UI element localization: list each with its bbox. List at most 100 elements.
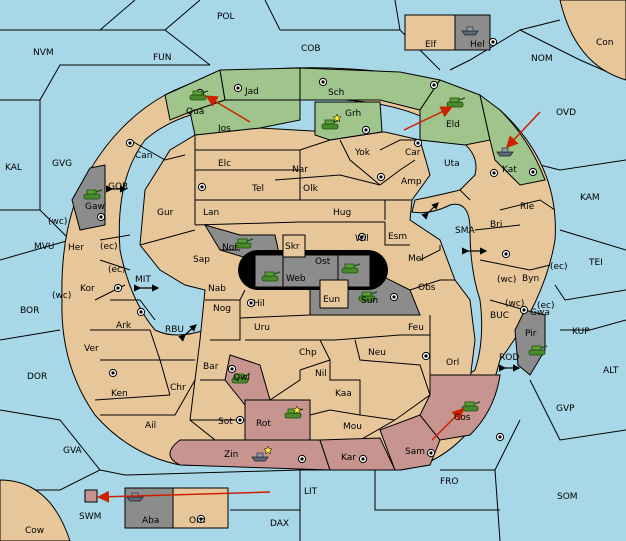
- label-eld: Eld: [446, 120, 460, 130]
- label-amp: Amp: [401, 177, 422, 187]
- label-uta: Uta: [444, 159, 460, 169]
- label-tei: TEI: [588, 258, 603, 268]
- label-kam: KAM: [580, 193, 600, 203]
- province-skr-west[interactable]: [254, 254, 284, 288]
- label-elf: Elf: [425, 40, 437, 50]
- label-rie: Rie: [520, 202, 535, 212]
- label-nvm: NVM: [33, 48, 54, 58]
- province-swm-marker[interactable]: [84, 489, 98, 503]
- label-lan: Lan: [203, 208, 219, 218]
- label-obs: Obs: [418, 283, 436, 293]
- label-mvu: MVU: [34, 242, 55, 252]
- label-uru: Uru: [254, 323, 270, 333]
- label-qua: Qua: [186, 107, 204, 117]
- province-rot[interactable]: [244, 399, 311, 441]
- label-ovd: OVD: [556, 108, 576, 118]
- label-chr: Chr: [170, 383, 186, 393]
- label-kor-ec: (ec): [108, 265, 126, 275]
- label-yok: Yok: [354, 148, 371, 158]
- label-con: Con: [596, 38, 614, 48]
- label-bri: Bri: [490, 220, 502, 230]
- label-kup: KUP: [572, 327, 590, 337]
- label-hug: Hug: [333, 208, 351, 218]
- label-kor: Kor: [80, 284, 95, 294]
- label-nar: Nar: [292, 165, 308, 175]
- label-car: Car: [405, 148, 421, 158]
- label-kat: Kat: [502, 165, 517, 175]
- label-wil: Wil: [355, 234, 369, 244]
- province-jad[interactable]: [219, 67, 301, 101]
- label-skr: Skr: [285, 242, 300, 252]
- label-nog: Nog: [213, 304, 231, 314]
- label-feu: Feu: [408, 323, 424, 333]
- label-qwi: Qwi: [233, 373, 250, 383]
- label-nom: NOM: [531, 54, 553, 64]
- label-gva: GVA: [63, 446, 83, 456]
- label-chp: Chp: [299, 348, 317, 358]
- province-elf[interactable]: [404, 14, 456, 51]
- label-rot: Rot: [256, 419, 271, 429]
- label-kaa: Kaa: [335, 389, 352, 399]
- label-gwa-wc: (wc): [505, 299, 524, 309]
- label-alt: ALT: [603, 366, 619, 376]
- label-hel: Hel: [470, 40, 485, 50]
- label-sun: Sun: [361, 296, 378, 306]
- label-pir: Pir: [525, 329, 537, 339]
- label-hil: Hil: [253, 299, 265, 309]
- label-bar: Bar: [203, 362, 219, 372]
- label-ark: Ark: [116, 321, 132, 331]
- label-pol: POL: [217, 12, 235, 22]
- label-rod: ROD: [499, 353, 519, 363]
- label-grh: Grh: [345, 109, 361, 119]
- province-borders: [90, 131, 556, 421]
- label-ken: Ken: [111, 389, 128, 399]
- label-rbu: RBU: [165, 325, 184, 335]
- label-sma: SMA: [455, 226, 475, 236]
- label-fun: FUN: [153, 53, 172, 63]
- label-kal: KAL: [5, 163, 22, 173]
- order-arrows: [97, 95, 541, 503]
- label-gor: GOR: [108, 182, 128, 192]
- label-bor: BOR: [20, 306, 39, 316]
- label-her-ec: (ec): [100, 242, 118, 252]
- label-gwa-ec: (ec): [537, 301, 555, 311]
- label-dor: DOR: [27, 372, 47, 382]
- label-som: SOM: [557, 492, 578, 502]
- province-pir[interactable]: [514, 309, 546, 376]
- province-zin[interactable]: [169, 439, 331, 471]
- label-mit: MIT: [135, 275, 151, 285]
- label-swm: SWM: [79, 512, 101, 522]
- label-orl: Orl: [446, 358, 459, 368]
- label-sch: Sch: [328, 88, 344, 98]
- label-can: Can: [135, 151, 153, 161]
- label-zin: Zin: [224, 450, 238, 460]
- label-esm: Esm: [388, 232, 407, 242]
- bidir-arrows: [106, 185, 521, 372]
- label-olk: Olk: [303, 184, 319, 194]
- label-cow: Cow: [25, 526, 44, 536]
- label-web: Web: [286, 274, 306, 284]
- label-rie-ec: (ec): [550, 262, 568, 272]
- label-cos: Cos: [454, 413, 471, 423]
- label-gur: Gur: [157, 208, 174, 218]
- label-kar: Kar: [341, 453, 356, 463]
- province-eun[interactable]: [319, 279, 349, 309]
- province-cos[interactable]: [419, 374, 501, 441]
- label-eun: Eun: [323, 295, 340, 305]
- label-tel: Tel: [251, 184, 264, 194]
- label-neu: Neu: [368, 348, 386, 358]
- label-ail: Ail: [145, 421, 156, 431]
- label-jad: Jad: [244, 87, 259, 97]
- label-byn: Byn: [522, 274, 539, 284]
- label-mel: Mel: [408, 254, 424, 264]
- label-nor: Nor: [222, 243, 238, 253]
- province-skr[interactable]: [282, 234, 306, 258]
- label-kor-wc: (wc): [52, 291, 71, 301]
- label-fro: FRO: [440, 477, 459, 487]
- label-lit: LIT: [304, 487, 318, 497]
- label-sot: Sot: [218, 417, 233, 427]
- label-dax: DAX: [270, 519, 289, 529]
- label-gaw-wc: (wc): [48, 217, 67, 227]
